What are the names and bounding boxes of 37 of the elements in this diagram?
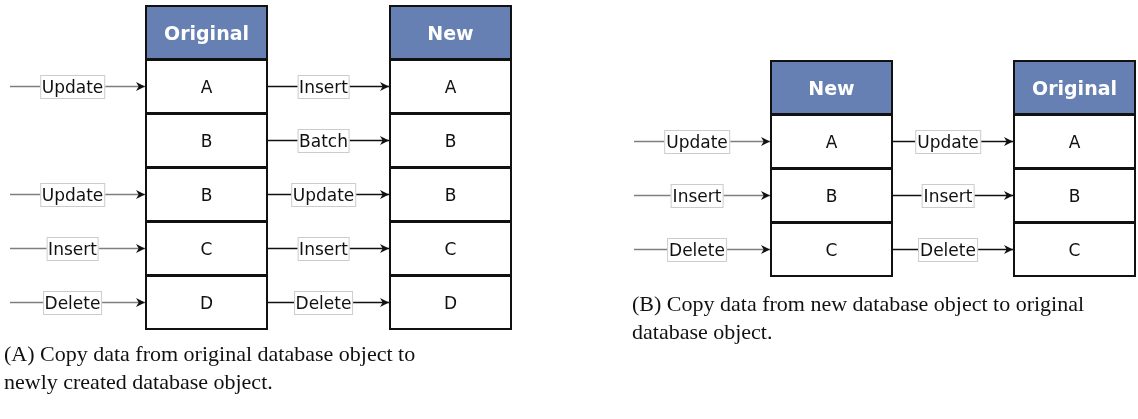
edge-label: Delete: [293, 290, 354, 315]
edge-label: Update: [39, 182, 106, 207]
table-row-cell: B: [770, 168, 893, 223]
edge-label: Insert: [670, 183, 724, 208]
edge-label: Batch: [297, 128, 350, 153]
table-row-cell: D: [389, 275, 512, 330]
edge-label: Insert: [297, 74, 350, 99]
table-header-cell: Original: [1013, 60, 1136, 115]
table-row-cell: A: [770, 114, 893, 169]
table-row-cell: B: [145, 113, 268, 168]
table-header-cell: Original: [145, 5, 268, 60]
table-row-cell: B: [1013, 168, 1136, 223]
edge-label: Delete: [42, 290, 103, 315]
edge-label: Update: [915, 129, 981, 154]
edge-label: Insert: [46, 236, 99, 261]
table-row-cell: C: [770, 222, 893, 277]
table-row-cell: A: [145, 59, 268, 114]
edge-label: Insert: [921, 183, 975, 208]
table-row-cell: B: [145, 167, 268, 222]
table-row-cell: D: [145, 275, 268, 330]
caption: (A) Copy data from original database object to newly created database object.: [4, 340, 417, 396]
table-row-cell: C: [389, 221, 512, 276]
edge-label: Update: [39, 74, 106, 99]
edge-label: Delete: [667, 237, 727, 262]
edge-label: Update: [664, 129, 730, 154]
table-header-cell: New: [389, 5, 512, 60]
table-row-cell: C: [1013, 222, 1136, 277]
edge-label: Delete: [918, 237, 978, 262]
edge-label: Insert: [297, 236, 350, 261]
table-row-cell: A: [1013, 114, 1136, 169]
table-row-cell: C: [145, 221, 268, 276]
table-header-cell: New: [770, 60, 893, 115]
edge-label: Update: [290, 182, 357, 207]
caption: (B) Copy data from new database object to original database object.: [632, 290, 1086, 346]
table-row-cell: B: [389, 113, 512, 168]
table-row-cell: A: [389, 59, 512, 114]
table-row-cell: B: [389, 167, 512, 222]
